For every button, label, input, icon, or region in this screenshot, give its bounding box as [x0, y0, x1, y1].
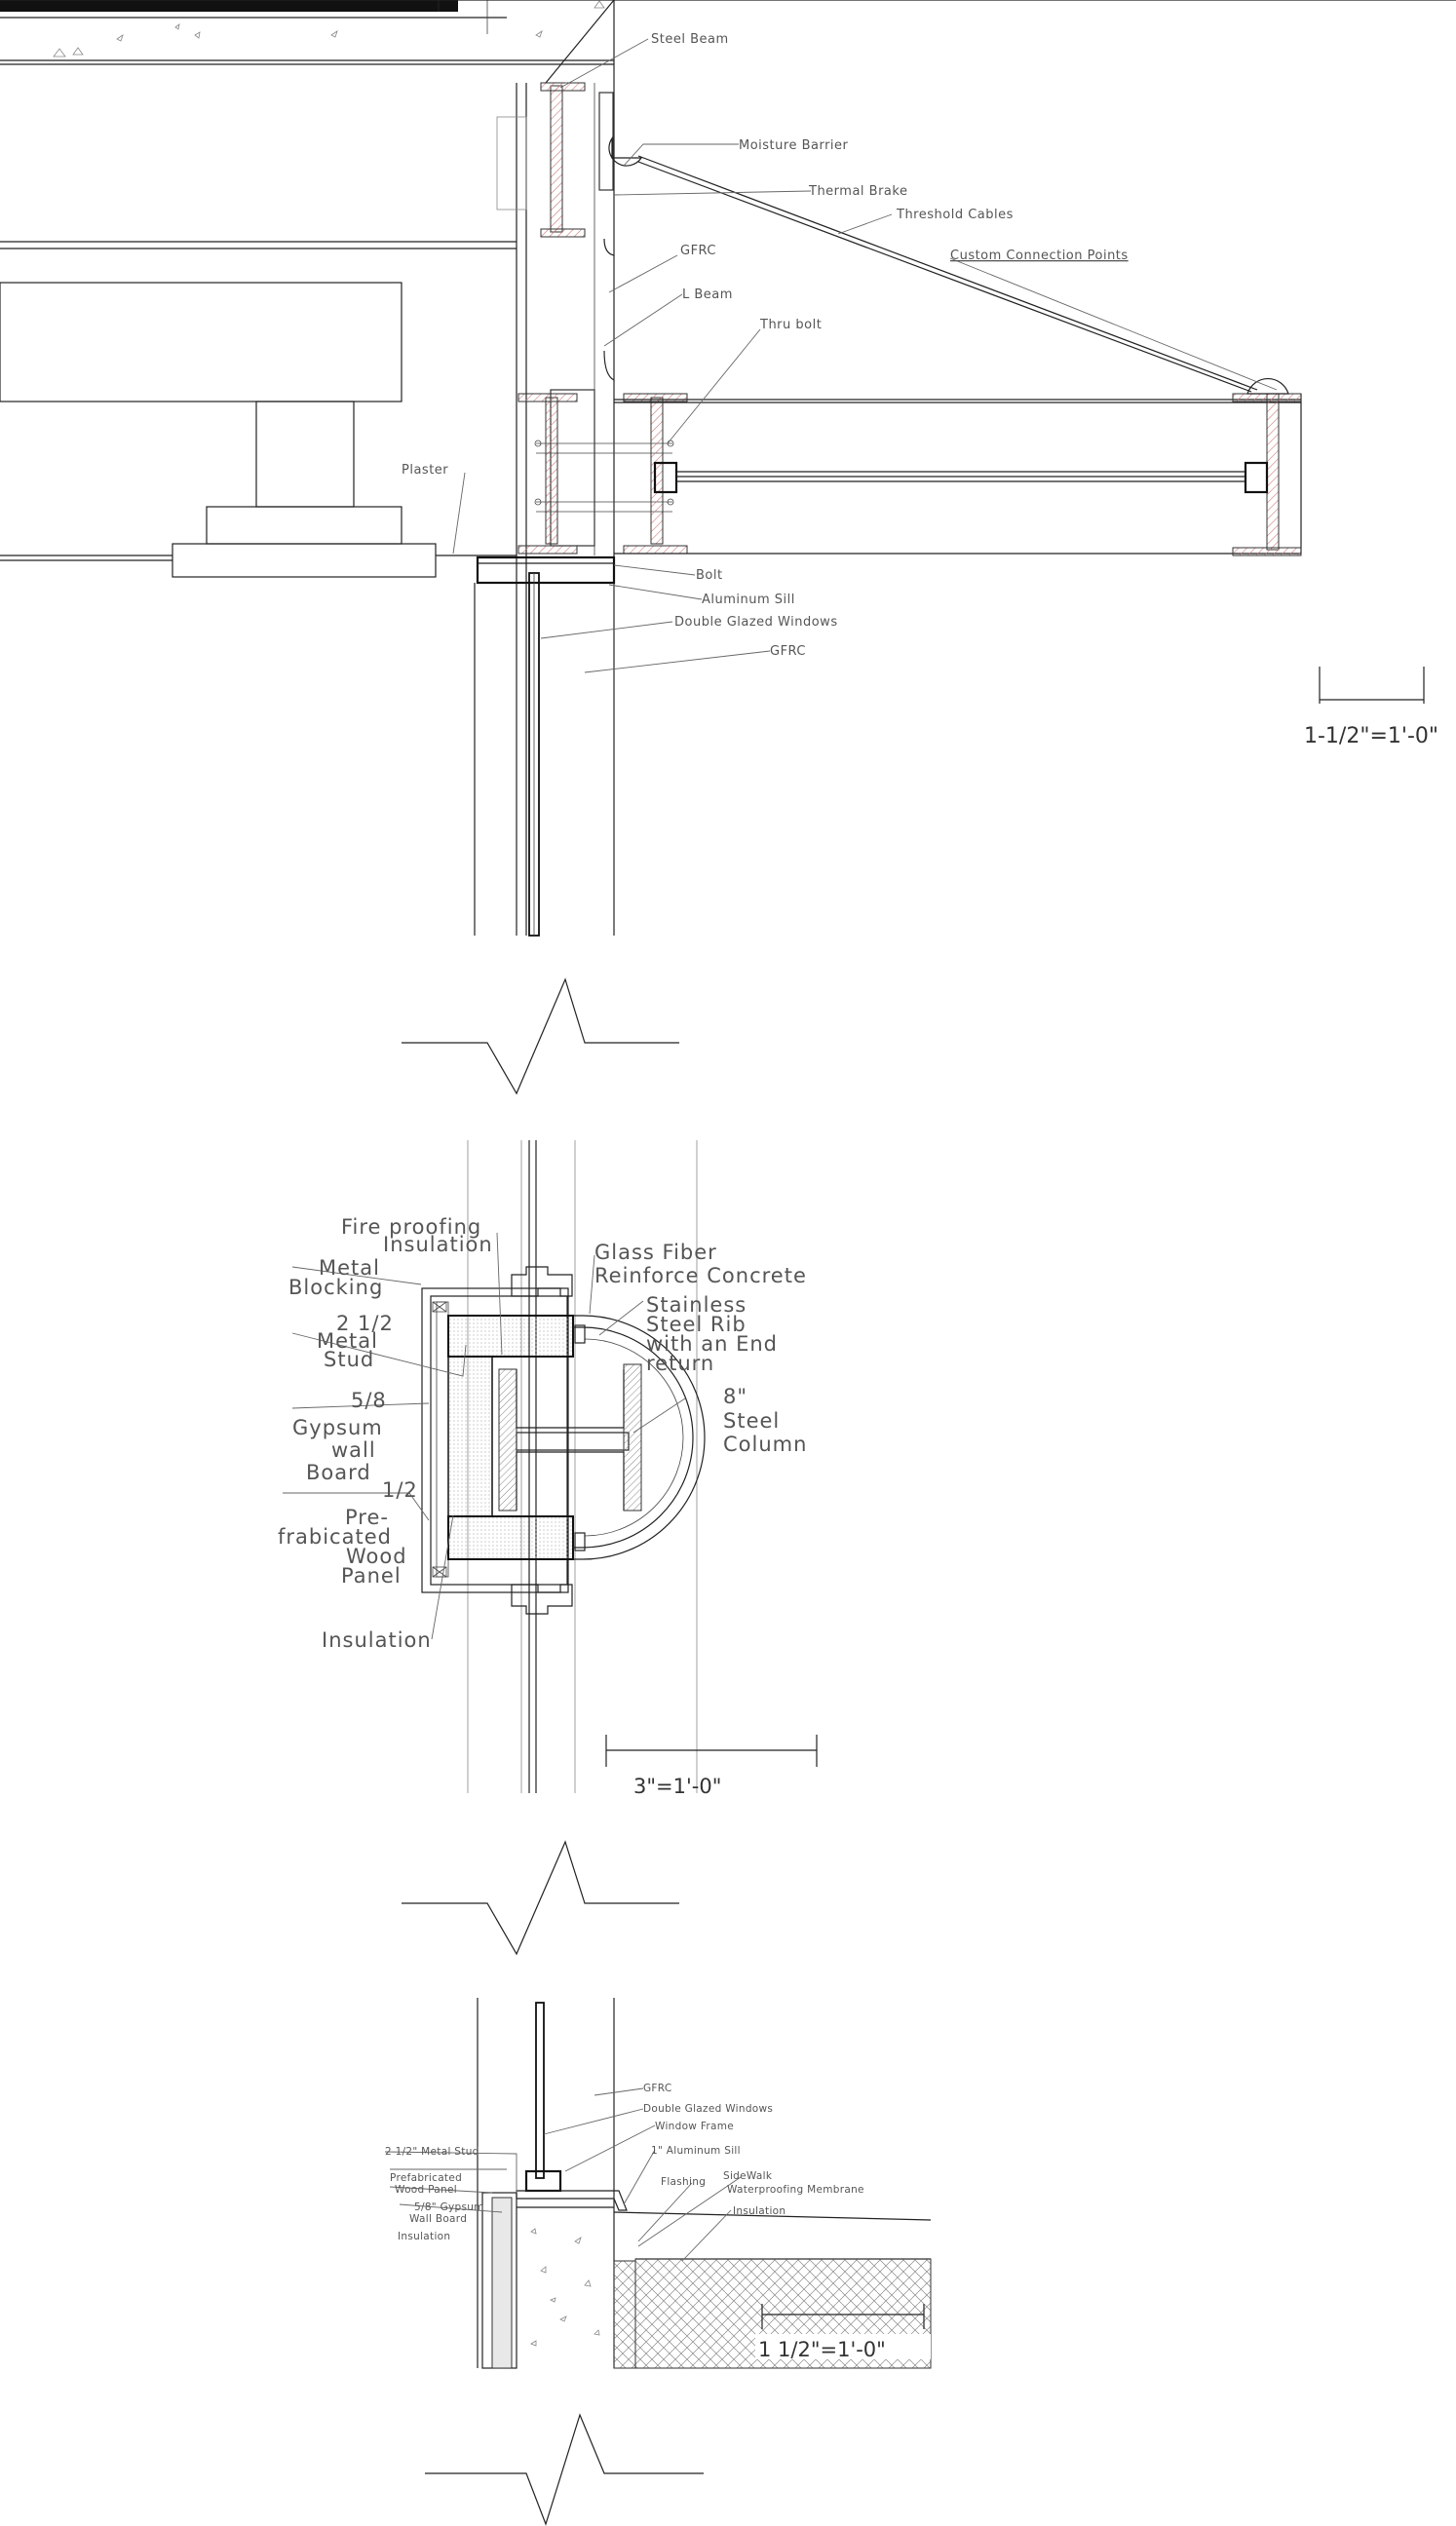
scale-bar-bottom: 1 1/2"=1'-0"	[755, 2304, 931, 2361]
label-gfrc-2: Reinforce Concrete	[594, 1264, 807, 1287]
scale-bar-top: 1-1/2"=1'-0"	[1304, 667, 1438, 748]
label-gypsum-2: Gypsum	[292, 1416, 383, 1439]
aluminum-sill	[476, 555, 616, 585]
scale-label-top: 1-1/2"=1'-0"	[1304, 724, 1438, 748]
mullion-top	[511, 1266, 573, 1297]
label-gfrc-top: GFRC	[680, 244, 716, 258]
label-gfrc-1: Glass Fiber	[594, 1241, 717, 1264]
label-wood-panel-5: Panel	[341, 1564, 402, 1588]
sill-sidewalk-detail: GFRC Double Glazed Windows Window Frame …	[384, 1998, 932, 2369]
label-rib-3: with an End	[646, 1332, 778, 1356]
label-gypsum-1: 5/8	[351, 1389, 387, 1412]
scale-label-middle: 3"=1'-0"	[633, 1775, 721, 1798]
label-flashing: Flashing	[661, 2176, 706, 2188]
label-metal-blocking-1: Metal	[319, 1256, 380, 1280]
label-steel-beam: Steel Beam	[651, 32, 729, 47]
break-line-2	[402, 1840, 679, 1956]
label-wood-panel-bottom-1: Prefabricated	[390, 2172, 462, 2184]
label-column-2: Steel	[723, 1409, 780, 1433]
label-gypsum-bottom-2: Wall Board	[409, 2213, 467, 2225]
label-wood-panel-2: Pre-	[345, 1506, 389, 1529]
top-section-detail: Steel Beam Moisture Barrier Thermal Brak…	[0, 0, 1456, 937]
label-window-frame: Window Frame	[655, 2121, 734, 2132]
interior-beam	[0, 282, 402, 402]
label-moisture-barrier: Moisture Barrier	[739, 138, 849, 153]
label-metal-stud-3: Stud	[324, 1348, 374, 1371]
steel-beam-web	[550, 85, 563, 233]
window-glass-bottom	[535, 2002, 545, 2179]
label-fire-proofing-2: Insulation	[383, 1233, 493, 1256]
label-column-1: 8"	[723, 1385, 747, 1408]
label-metal-stud-2: Metal	[317, 1329, 378, 1353]
break-line-3	[425, 2413, 704, 2526]
label-gypsum-3: wall	[331, 1438, 376, 1462]
scale-label-bottom: 1 1/2"=1'-0"	[758, 2338, 886, 2361]
label-thermal-brake: Thermal Brake	[808, 184, 907, 199]
wall-layers	[421, 1287, 569, 1593]
label-gfrc-bottom: GFRC	[643, 2083, 671, 2094]
label-plaster: Plaster	[402, 463, 448, 478]
label-metal-stud-bottom: 2 1/2" Metal Stud	[385, 2146, 479, 2158]
label-waterproofing: Waterproofing Membrane	[727, 2184, 864, 2196]
label-threshold-cables: Threshold Cables	[896, 208, 1014, 222]
label-double-glazed-windows: Double Glazed Windows	[674, 615, 838, 630]
roof-membrane	[0, 0, 458, 12]
label-aluminum-sill: Aluminum Sill	[702, 593, 795, 607]
column-plan-detail: Fire proofing Insulation Metal Blocking …	[278, 1140, 818, 1798]
concrete-aggregate	[530, 2228, 600, 2347]
label-insulation-bottom-left: Insulation	[398, 2231, 450, 2242]
label-insulation-bottom-right: Insulation	[733, 2205, 785, 2217]
label-wood-panel-bottom-2: Wood Panel	[395, 2184, 457, 2196]
label-metal-blocking-2: Blocking	[288, 1276, 383, 1299]
label-rib-2: Steel Rib	[646, 1313, 747, 1336]
slab-aggregate	[53, 0, 605, 57]
label-l-beam: L Beam	[682, 287, 733, 302]
break-line-1	[402, 977, 679, 1095]
thermal-brake	[598, 92, 614, 191]
label-thru-bolt: Thru bolt	[759, 318, 822, 332]
bottom-leaders	[384, 2087, 742, 2262]
label-gypsum-bottom-1: 5/8" Gypsum	[414, 2201, 484, 2213]
label-gfrc-lower: GFRC	[770, 644, 806, 659]
mullion-bottom	[511, 1584, 573, 1615]
label-metal-stud-1: 2 1/2	[336, 1312, 394, 1335]
threshold-cable	[637, 155, 1258, 391]
label-wood-panel-4: Wood	[346, 1545, 407, 1568]
label-fire-proofing-1: Fire proofing	[341, 1215, 481, 1239]
label-insulation-middle: Insulation	[322, 1628, 432, 1652]
moisture-barrier-bead	[608, 136, 643, 167]
label-column-3: Column	[723, 1433, 807, 1456]
label-wood-panel-1: 1/2	[382, 1478, 418, 1502]
label-bolt: Bolt	[696, 568, 723, 583]
label-rib-4: return	[646, 1352, 714, 1375]
scale-bar-middle: 3"=1'-0"	[605, 1735, 818, 1798]
top-leaders	[452, 38, 1278, 673]
label-sidewalk: SideWalk	[723, 2170, 773, 2182]
label-rib-1: Stainless	[646, 1293, 747, 1317]
label-double-glazed-bottom: Double Glazed Windows	[643, 2103, 773, 2115]
label-wood-panel-3: frabicated	[278, 1525, 392, 1549]
label-aluminum-sill-bottom: 1" Aluminum Sill	[651, 2145, 741, 2157]
middle-leaders	[283, 1232, 686, 1640]
label-gypsum-4: Board	[306, 1461, 371, 1484]
label-custom-connection-points: Custom Connection Points	[950, 249, 1129, 263]
